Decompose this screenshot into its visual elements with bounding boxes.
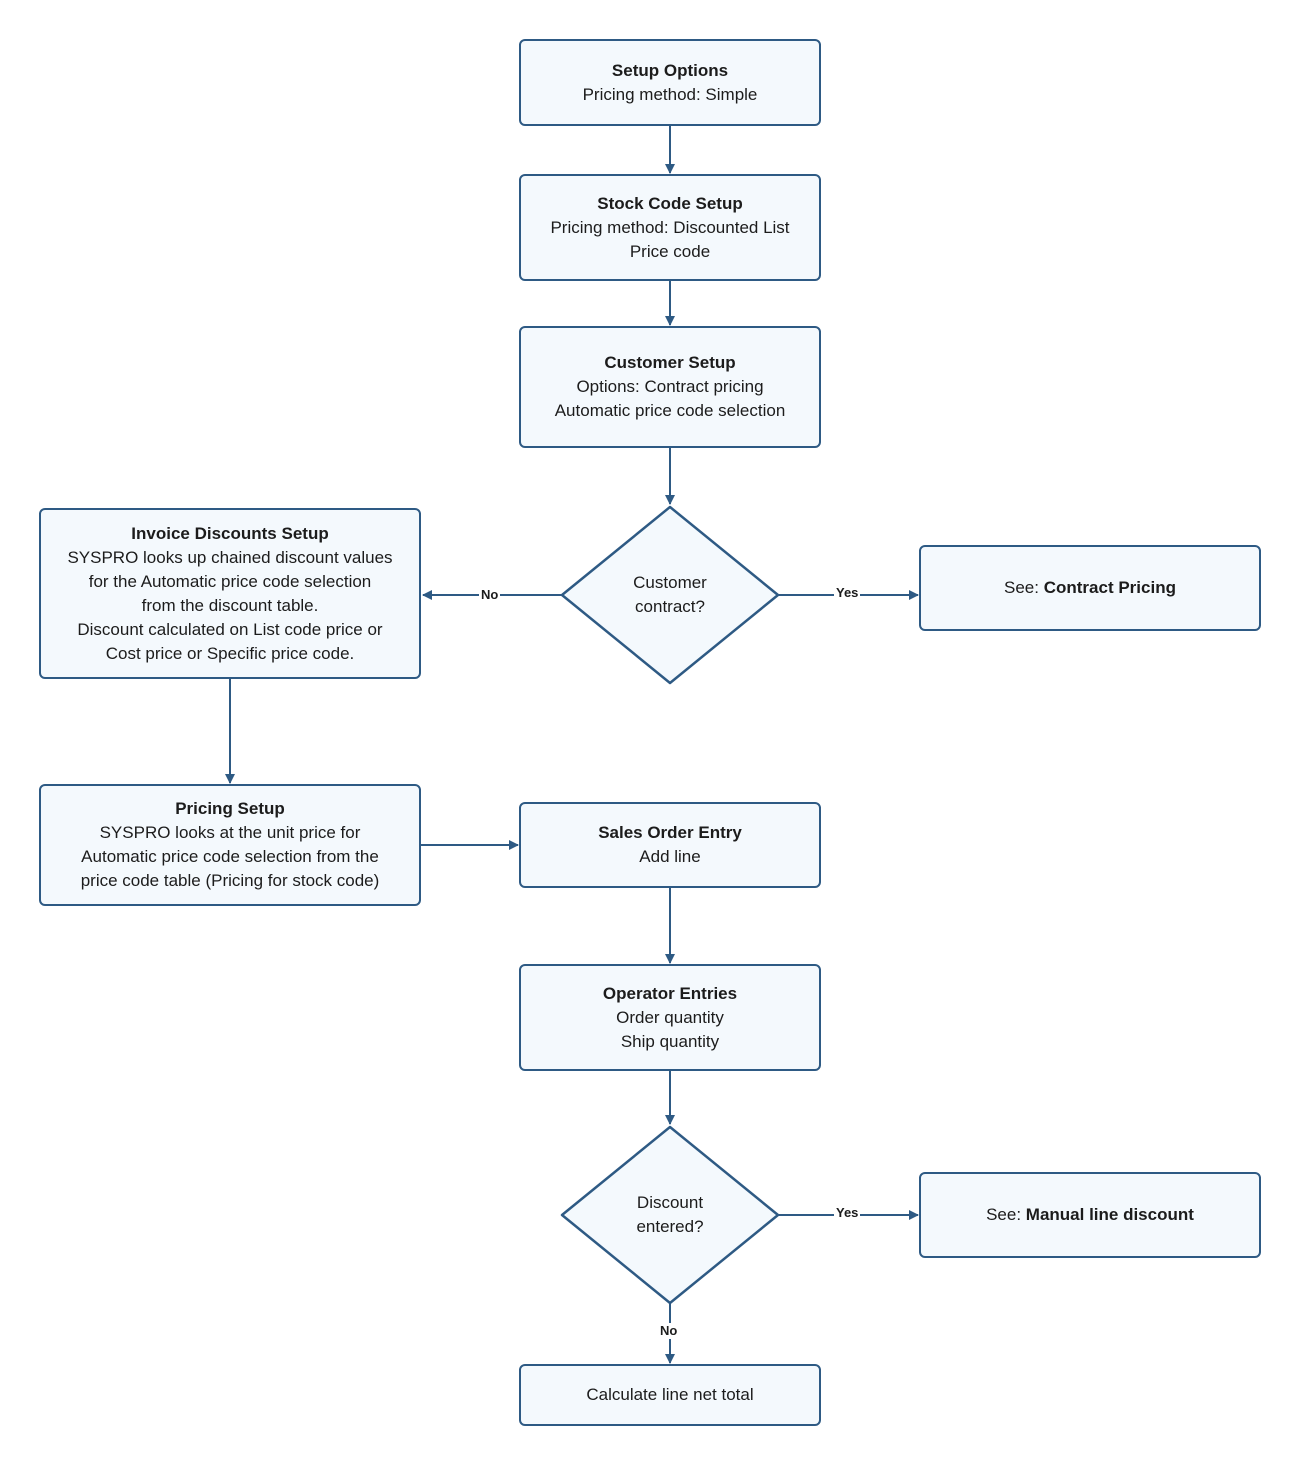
setup-options-title: Setup Options	[611, 60, 729, 80]
operator-entries-line: Ship quantity	[620, 1031, 720, 1051]
customer-setup-line: Options: Contract pricing	[576, 377, 764, 396]
stock-code-setup-line: Price code	[629, 241, 711, 261]
stock-code-setup-box: Stock Code Setup Pricing method: Discoun…	[519, 174, 821, 281]
pricing-setup-box: Pricing Setup SYSPRO looks at the unit p…	[39, 784, 421, 906]
stock-code-setup-title: Stock Code Setup	[597, 193, 743, 213]
pricing-setup-line: SYSPRO looks at the unit price for	[99, 823, 361, 842]
decision-diamond-contract	[560, 505, 780, 685]
edge-label-contract-no: No	[479, 587, 501, 603]
manual-line-discount-link[interactable]: Manual line discount	[1025, 1205, 1194, 1224]
contract-pricing-box: See: Contract Pricing	[919, 545, 1261, 631]
manual-line-discount-box: See: Manual line discount	[919, 1172, 1261, 1258]
discount-entered-line: entered?	[636, 1217, 704, 1236]
edge-label-discount-yes: Yes	[834, 1205, 861, 1221]
invoice-discounts-line: SYSPRO looks up chained discount values	[67, 547, 393, 567]
contract-pricing-link[interactable]: Contract Pricing	[1043, 578, 1176, 597]
invoice-discounts-title: Invoice Discounts Setup	[131, 523, 329, 543]
pricing-setup-line: Automatic price code selection from the	[81, 847, 379, 866]
edge-label-contract-yes: Yes	[834, 585, 861, 601]
sales-order-entry-box: Sales Order Entry Add line	[519, 802, 821, 888]
calculate-net-total-line: Calculate line net total	[586, 1385, 754, 1404]
invoice-discounts-line: Cost price or Specific price code.	[105, 643, 355, 663]
sales-order-entry-title: Sales Order Entry	[598, 823, 742, 842]
customer-contract-decision: Customer contract?	[590, 555, 750, 635]
customer-contract-line: contract?	[635, 597, 705, 616]
edge-label-discount-no: No	[658, 1323, 680, 1339]
customer-setup-title: Customer Setup	[604, 353, 736, 372]
discount-entered-decision: Discount entered?	[590, 1175, 750, 1255]
manual-line-discount-prefix: See:	[986, 1205, 1026, 1224]
discount-entered-line: Discount	[636, 1193, 704, 1212]
operator-entries-box: Operator Entries Order quantity Ship qua…	[519, 964, 821, 1071]
customer-contract-line: Customer	[633, 573, 707, 592]
sales-order-entry-line: Add line	[639, 847, 701, 866]
setup-options-box: Setup Options Pricing method: Simple	[519, 39, 821, 126]
contract-pricing-prefix: See:	[1004, 578, 1044, 597]
customer-setup-line: Automatic price code selection	[554, 401, 786, 420]
decision-diamond-discount	[560, 1125, 780, 1305]
invoice-discounts-line: for the Automatic price code selection	[88, 571, 372, 591]
pricing-setup-title: Pricing Setup	[175, 799, 285, 818]
stock-code-setup-line: Pricing method: Discounted List	[550, 217, 790, 237]
operator-entries-title: Operator Entries	[602, 983, 738, 1003]
invoice-discounts-line: from the discount table.	[141, 595, 319, 615]
customer-setup-box: Customer Setup Options: Contract pricing…	[519, 326, 821, 448]
operator-entries-line: Order quantity	[616, 1007, 724, 1027]
invoice-discounts-line: Discount calculated on List code price o…	[77, 619, 383, 639]
invoice-discounts-setup-box: Invoice Discounts Setup SYSPRO looks up …	[39, 508, 421, 679]
setup-options-line: Pricing method: Simple	[582, 84, 758, 104]
pricing-setup-line: price code table (Pricing for stock code…	[80, 871, 380, 890]
calculate-net-total-box: Calculate line net total	[519, 1364, 821, 1426]
